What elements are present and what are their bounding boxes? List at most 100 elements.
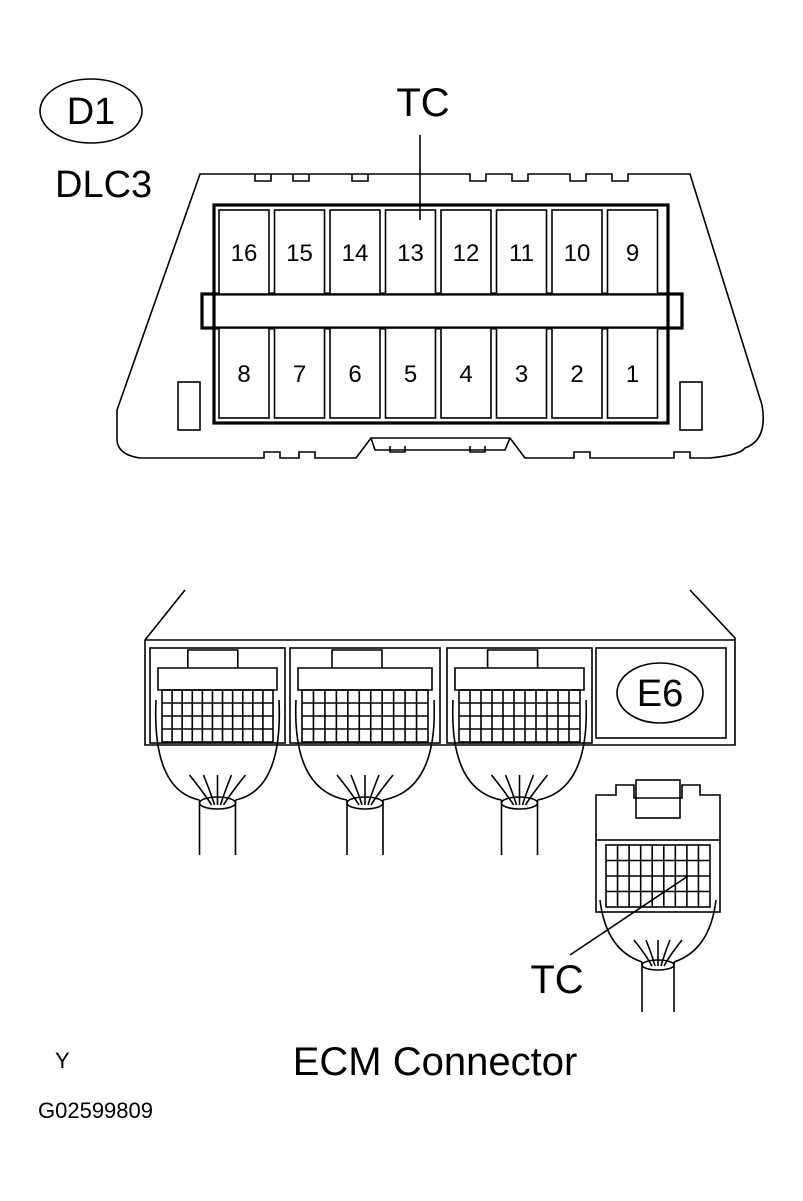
ecm-wire bbox=[222, 774, 247, 806]
dlc-pin-frame bbox=[495, 327, 548, 419]
e6-plug-latch bbox=[635, 779, 681, 819]
dlc-pin-number: 15 bbox=[286, 240, 313, 267]
dlc-pin-cell: 1 bbox=[606, 327, 659, 419]
e6-wire bbox=[663, 939, 683, 967]
dlc-pin-number: 2 bbox=[570, 361, 583, 388]
ecm-wire bbox=[490, 774, 515, 806]
dlc-pin-number: 16 bbox=[231, 240, 258, 267]
ecm-wire bbox=[188, 774, 213, 806]
ecm-wire bbox=[524, 774, 549, 806]
ecm-plug-frame bbox=[446, 647, 593, 744]
dlc-pin-number: 14 bbox=[342, 240, 369, 267]
footer-mark: Y bbox=[55, 1048, 70, 1073]
e6-wire bbox=[660, 939, 671, 967]
e6-cable bbox=[641, 962, 675, 1012]
dlc-pin-cell: 6 bbox=[329, 327, 381, 419]
dlc-right-latch bbox=[679, 381, 703, 431]
dlc-top-row: 16 15 14 13 12 11 10 9 bbox=[218, 209, 659, 295]
ecm-wire bbox=[336, 774, 360, 806]
ecm-terminal-label: TC bbox=[530, 958, 583, 1002]
dlc-pin-frame bbox=[551, 327, 603, 419]
dlc-pin-number: 10 bbox=[564, 240, 591, 267]
dlc-pin-cell: 12 bbox=[440, 209, 492, 295]
dlc-pin-frame bbox=[273, 327, 326, 419]
dlc-key-notch bbox=[370, 437, 511, 451]
dlc-pin-number: 5 bbox=[404, 361, 417, 388]
ecm-plug-top-band bbox=[454, 667, 585, 691]
ecm-cable-end bbox=[346, 796, 384, 810]
dlc-housing-outline bbox=[116, 173, 764, 459]
ecm-plug-frame bbox=[289, 647, 441, 744]
ecm-connector: E6 TC ECM Connector bbox=[144, 589, 736, 1084]
e6-wire-bundle bbox=[599, 899, 717, 963]
dlc-center-bar bbox=[200, 292, 684, 330]
dlc-pin-number: 9 bbox=[626, 240, 639, 267]
dlc-pin-frame bbox=[606, 209, 659, 295]
dlc-pin-cell: 9 bbox=[606, 209, 659, 295]
dlc-pin-cell: 3 bbox=[495, 327, 548, 419]
ecm-wire bbox=[504, 774, 518, 806]
e6-wire bbox=[645, 939, 656, 967]
dlc-pin-cell: 4 bbox=[440, 327, 492, 419]
dlc-pin-cell: 2 bbox=[551, 327, 603, 419]
ecm-tc-leader bbox=[569, 875, 689, 956]
dlc-key-teeth bbox=[389, 446, 486, 453]
ecm-wire bbox=[521, 774, 535, 806]
dlc-bottom-row: 8 7 6 5 4 3 2 1 bbox=[218, 327, 659, 419]
dlc-pin-cell: 8 bbox=[218, 327, 270, 419]
dlc-pin-number: 8 bbox=[237, 361, 250, 388]
dlc-pin-number: 6 bbox=[348, 361, 361, 388]
ecm-cable-end bbox=[198, 796, 237, 810]
dlc-pin-frame bbox=[551, 209, 603, 295]
dlc-pin-number: 12 bbox=[453, 240, 480, 267]
figure-id: G02599809 bbox=[38, 1098, 153, 1123]
dlc-pin-frame bbox=[329, 327, 381, 419]
dlc-pin-frame bbox=[440, 327, 492, 419]
dlc-pin-number: 13 bbox=[397, 240, 424, 267]
ecm-code-oval bbox=[616, 662, 704, 724]
ecm-plug-top-band bbox=[297, 667, 433, 691]
dlc-left-latch bbox=[177, 381, 201, 431]
e6-plug-housing bbox=[595, 784, 721, 840]
ecm-plug bbox=[289, 647, 441, 855]
dlc-pin-frame bbox=[606, 327, 659, 419]
dlc-pin-frame bbox=[384, 327, 437, 419]
ecm-wire-bundle bbox=[154, 699, 281, 801]
ecm-wire-bundle bbox=[294, 699, 436, 801]
ecm-wire bbox=[350, 774, 363, 806]
ecm-wire bbox=[367, 774, 380, 806]
dlc-code-label: D1 bbox=[67, 91, 116, 133]
dlc-pin-cell: 11 bbox=[495, 209, 548, 295]
dlc-pin-cell: 13 bbox=[384, 209, 437, 295]
dlc-pin-cell: 14 bbox=[329, 209, 381, 295]
dlc-pin-cell: 10 bbox=[551, 209, 603, 295]
ecm-plug-top-band bbox=[157, 667, 278, 691]
dlc-pin-number: 4 bbox=[459, 361, 472, 388]
ecm-plug-group bbox=[149, 647, 593, 855]
dlc-terminal-block bbox=[212, 203, 670, 425]
dlc-pin-cell: 16 bbox=[218, 209, 270, 295]
ecm-plug-latch bbox=[486, 649, 539, 668]
dlc-pin-frame bbox=[329, 209, 381, 295]
ecm-wire-bundle bbox=[451, 699, 588, 801]
ecm-plug-latch bbox=[331, 649, 383, 668]
e6-plug-body bbox=[595, 839, 721, 913]
e6-cable-end bbox=[641, 959, 675, 971]
dlc-pin-frame bbox=[273, 209, 326, 295]
ecm-plug-latch bbox=[187, 649, 239, 668]
dlc-name-label: DLC3 bbox=[55, 164, 152, 206]
ecm-plug bbox=[446, 647, 593, 855]
dlc-pin-number: 1 bbox=[626, 361, 639, 388]
dlc-pin-number: 3 bbox=[515, 361, 528, 388]
ecm-code-label: E6 bbox=[637, 673, 683, 715]
dlc-pin-number: 7 bbox=[293, 361, 306, 388]
dlc-code-oval bbox=[39, 78, 143, 144]
ecm-wire bbox=[202, 774, 216, 806]
ecm-body-outline bbox=[144, 589, 736, 746]
dlc-pin-frame bbox=[495, 209, 548, 295]
ecm-cable bbox=[346, 800, 384, 855]
dlc-pin-cell: 7 bbox=[273, 327, 326, 419]
dlc-pin-frame bbox=[440, 209, 492, 295]
